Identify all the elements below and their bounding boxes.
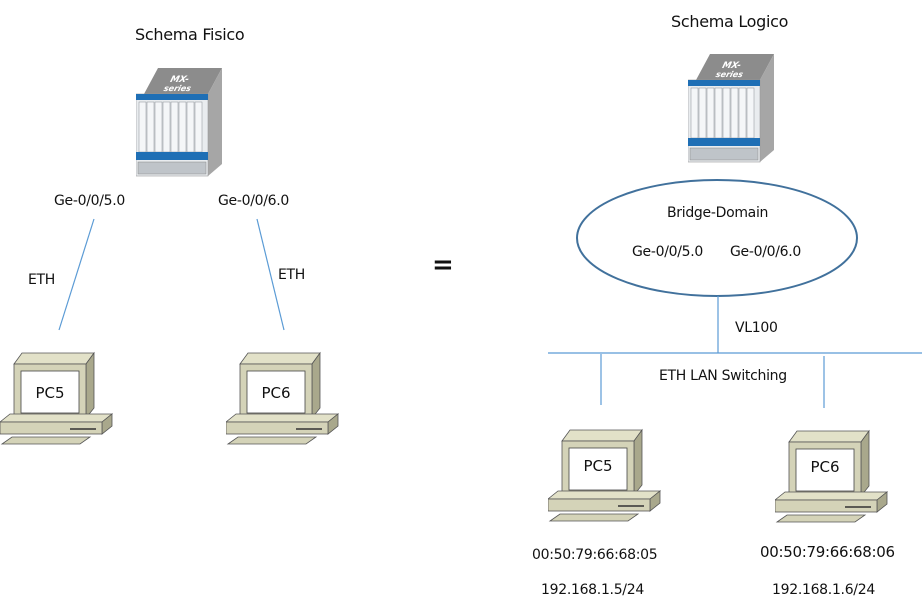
pc6-ip-address: 192.168.1.6/24	[772, 582, 875, 598]
physical-title: Schema Fisico	[135, 25, 245, 44]
port-label-ge-0-0-5: Ge-0/0/5.0	[54, 193, 126, 209]
mx-router-icon[interactable]: MX- series	[136, 66, 224, 182]
pc5-logical-computer-icon[interactable]: PC5	[548, 427, 662, 523]
svg-text:MX-: MX-	[721, 60, 743, 71]
pc5-screen-label: PC5	[35, 384, 64, 402]
bridge-domain-label: Bridge-Domain	[667, 205, 769, 221]
vlan-label: VL100	[735, 320, 778, 336]
mx-router-logical-icon[interactable]: MX- series	[688, 52, 776, 168]
bd-port-ge-0-0-6: Ge-0/0/6.0	[730, 244, 802, 260]
pc5-ip-address: 192.168.1.5/24	[541, 582, 644, 598]
pc5-logical-screen-label: PC5	[583, 457, 612, 475]
lan-label: ETH LAN Switching	[659, 368, 787, 384]
logical-title: Schema Logico	[671, 12, 789, 31]
svg-text:series: series	[715, 69, 745, 79]
router-brand-label: MX-	[169, 74, 191, 85]
pc5-computer-icon[interactable]: PC5	[0, 350, 114, 446]
pc6-screen-label: PC6	[261, 384, 290, 402]
svg-text:series: series	[163, 83, 193, 93]
bd-port-ge-0-0-5: Ge-0/0/5.0	[632, 244, 704, 260]
link-label-eth-2: ETH	[278, 267, 306, 283]
pc6-computer-icon[interactable]: PC6	[226, 350, 340, 446]
port-label-ge-0-0-6: Ge-0/0/6.0	[218, 193, 290, 209]
eth-link-pc5	[58, 218, 95, 331]
pc6-mac-address: 00:50:79:66:68:06	[760, 543, 895, 561]
equals-sign: =	[432, 250, 454, 280]
link-label-eth-1: ETH	[28, 272, 56, 288]
eth-link-pc6	[256, 218, 285, 331]
pc6-logical-computer-icon[interactable]: PC6	[775, 428, 889, 524]
pc5-mac-address: 00:50:79:66:68:05	[532, 547, 658, 563]
bridge-domain-ellipse	[576, 179, 858, 297]
pc6-logical-screen-label: PC6	[810, 458, 839, 476]
